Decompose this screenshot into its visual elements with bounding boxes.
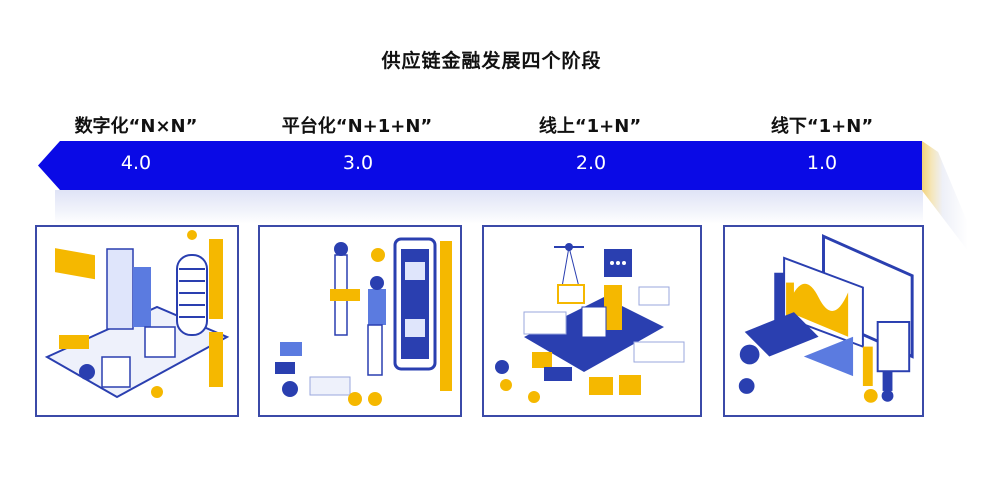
- panel-stage-3: [258, 225, 462, 417]
- timeline-arrow: [38, 141, 922, 190]
- stage-label-1: 线下“1+N”: [770, 116, 874, 137]
- arrow-fold: [922, 141, 968, 251]
- offline-analytics-illustration: [738, 234, 914, 403]
- version-3: 3.0: [342, 152, 374, 174]
- diagram-title: 供应链金融发展四个阶段: [381, 50, 602, 72]
- arrow-shadow: [55, 190, 923, 224]
- version-2: 2.0: [575, 152, 607, 174]
- panel-stage-2: [482, 225, 702, 417]
- version-1: 1.0: [806, 152, 838, 174]
- platform-collaboration-illustration: [275, 237, 452, 406]
- stage-label-3: 平台化“N+1+N”: [281, 116, 433, 137]
- smart-city-illustration: [44, 230, 230, 399]
- panel-stage-4: [35, 225, 239, 417]
- version-4: 4.0: [120, 152, 152, 174]
- panel-stage-1: [723, 225, 924, 417]
- online-logistics-illustration: [495, 243, 685, 403]
- stage-label-4: 数字化“N×N”: [74, 116, 198, 137]
- stage-label-2: 线上“1+N”: [538, 116, 642, 137]
